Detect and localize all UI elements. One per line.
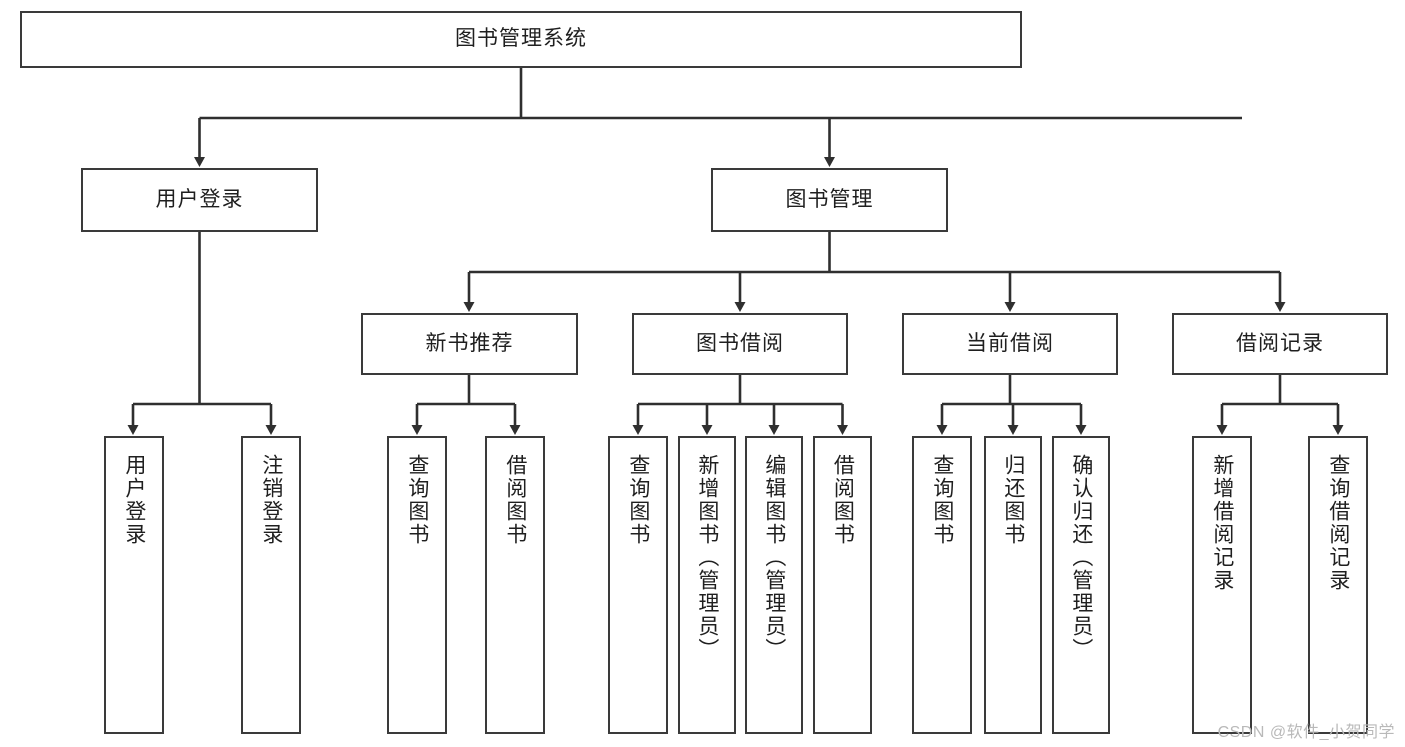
node-label: 注销登录: [259, 454, 283, 546]
node-leaf-logout[interactable]: 注销登录: [241, 436, 301, 734]
node-label: 查询图书: [626, 454, 650, 546]
node-book-borrow[interactable]: 图书借阅: [632, 313, 848, 375]
node-leaf-borrow-book-2[interactable]: 借阅图书: [813, 436, 872, 734]
node-leaf-return-book[interactable]: 归还图书: [984, 436, 1042, 734]
node-label: 图书管理: [785, 187, 874, 211]
node-user-login[interactable]: 用户登录: [81, 168, 318, 232]
node-label: 用户登录: [155, 187, 244, 211]
node-label: 查询借阅记录: [1326, 454, 1350, 592]
node-leaf-edit-book[interactable]: 编辑图书（管理员）: [745, 436, 803, 734]
node-leaf-user-login[interactable]: 用户登录: [104, 436, 164, 734]
node-leaf-borrow-book-1[interactable]: 借阅图书: [485, 436, 545, 734]
node-leaf-add-book[interactable]: 新增图书（管理员）: [678, 436, 736, 734]
node-label: 借阅图书: [831, 454, 855, 546]
node-label: 用户登录: [122, 454, 146, 546]
node-leaf-query-record[interactable]: 查询借阅记录: [1308, 436, 1368, 734]
node-label: 确认归还（管理员）: [1069, 454, 1093, 661]
node-label: 图书管理系统: [455, 27, 587, 51]
node-leaf-add-record[interactable]: 新增借阅记录: [1192, 436, 1252, 734]
node-label: 新增借阅记录: [1210, 454, 1234, 592]
node-label: 查询图书: [930, 454, 954, 546]
node-label: 图书借阅: [696, 331, 784, 355]
node-book-management[interactable]: 图书管理: [711, 168, 948, 232]
node-label: 借阅记录: [1236, 331, 1324, 355]
node-label: 归还图书: [1001, 454, 1025, 546]
node-current-borrow[interactable]: 当前借阅: [902, 313, 1118, 375]
node-leaf-confirm-return[interactable]: 确认归还（管理员）: [1052, 436, 1110, 734]
node-label: 新增图书（管理员）: [695, 454, 719, 661]
node-label: 查询图书: [405, 454, 429, 546]
node-leaf-query-book-3[interactable]: 查询图书: [912, 436, 972, 734]
node-new-book-recommend[interactable]: 新书推荐: [361, 313, 578, 375]
node-root-system[interactable]: 图书管理系统: [20, 11, 1022, 68]
node-label: 当前借阅: [966, 331, 1054, 355]
node-leaf-query-book-2[interactable]: 查询图书: [608, 436, 668, 734]
node-leaf-query-book-1[interactable]: 查询图书: [387, 436, 447, 734]
node-label: 编辑图书（管理员）: [762, 454, 786, 661]
node-label: 新书推荐: [425, 331, 514, 355]
node-borrow-record[interactable]: 借阅记录: [1172, 313, 1388, 375]
node-label: 借阅图书: [503, 454, 527, 546]
